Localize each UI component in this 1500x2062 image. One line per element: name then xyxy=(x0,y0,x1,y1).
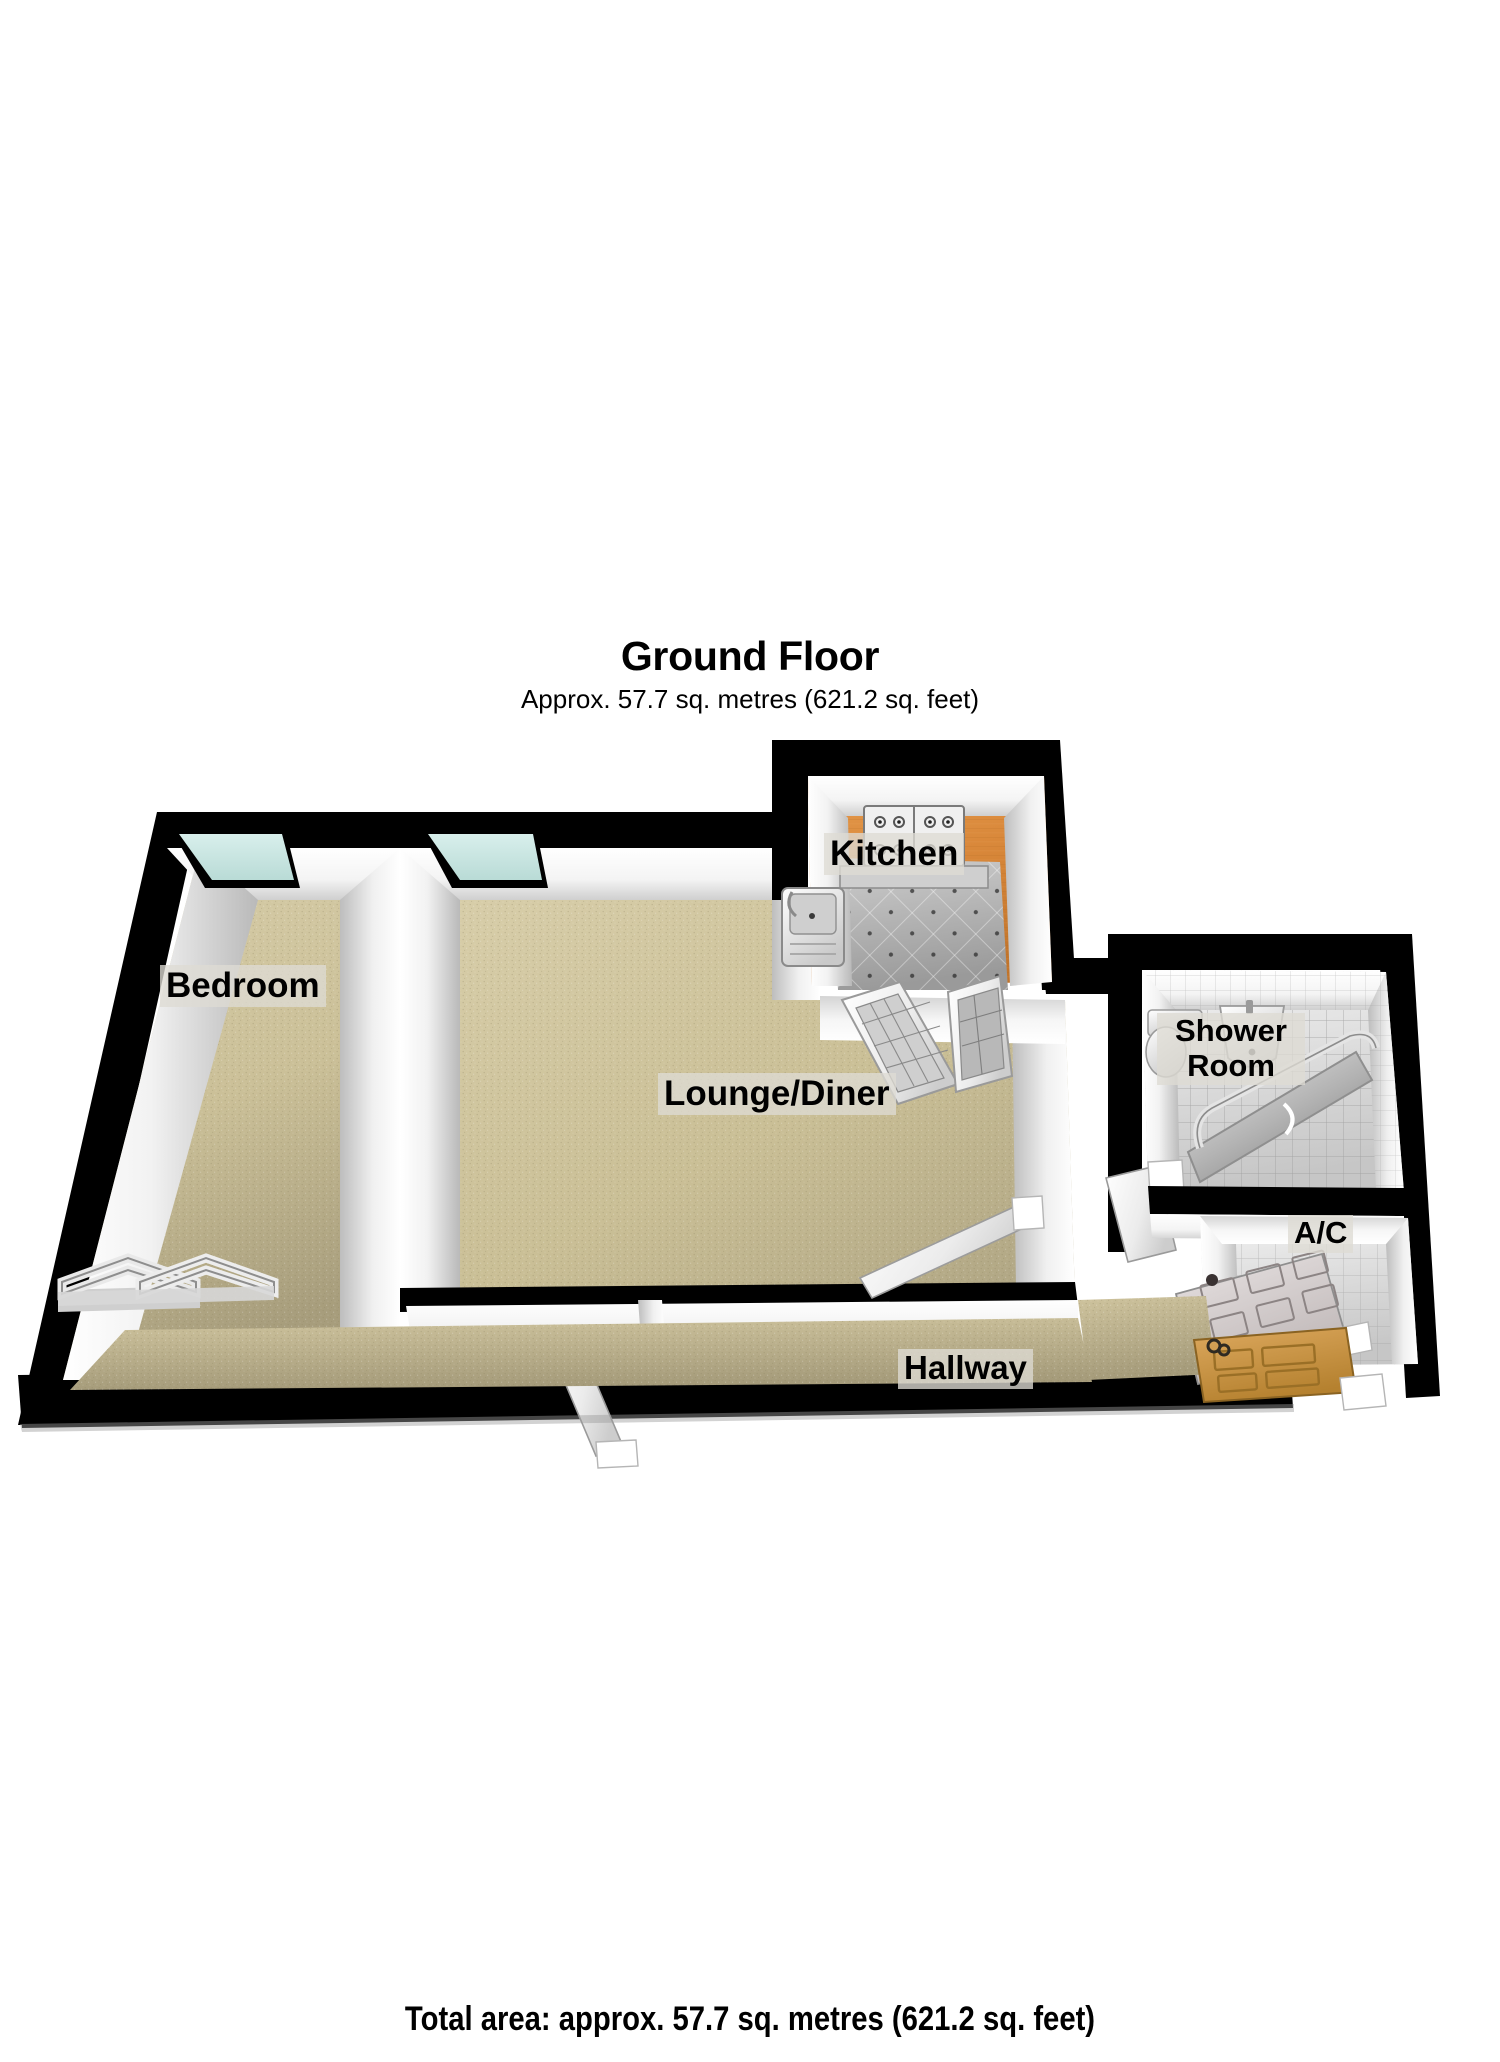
airing-cupboard-wall-right xyxy=(1386,1218,1418,1364)
bedroom-window xyxy=(170,828,300,888)
total-area-text: Total area: approx. 57.7 sq. metres (621… xyxy=(404,2000,1096,2038)
bedroom-patio-doors xyxy=(57,1253,279,1312)
wall-shower-ac-divider xyxy=(1148,1186,1404,1216)
hallway-floor-right-texture xyxy=(1078,1296,1216,1380)
floorplan-footer: Total area: approx. 57.7 sq. metres (621… xyxy=(0,2000,1500,2039)
kitchen-wall-right xyxy=(1004,776,1052,986)
page-title: Ground Floor xyxy=(620,633,880,679)
wall-exterior-kitchen-top xyxy=(772,740,1060,776)
building-shell xyxy=(18,740,1440,1428)
room-hallway xyxy=(70,1296,1387,1411)
wall-exterior-shower-top xyxy=(1136,934,1412,970)
bedroom-hallway-door[interactable] xyxy=(216,1330,274,1396)
room-label-airing-cupboard: A/C xyxy=(1288,1215,1354,1253)
kitchen-sink xyxy=(781,887,845,967)
room-label-hallway: Hallway xyxy=(898,1349,1033,1389)
kitchen-floor-tile-pattern xyxy=(832,858,1008,990)
room-kitchen xyxy=(781,776,1052,1106)
lounge-window xyxy=(420,828,548,888)
shower-room-wall-right-tiles xyxy=(1368,972,1404,1192)
room-label-bedroom: Bedroom xyxy=(160,965,326,1008)
floor-area-note: Approx. 57.7 sq. metres (621.2 sq. feet) xyxy=(520,684,980,714)
lounge-right-door[interactable] xyxy=(858,1195,1045,1300)
bedroom-wall-right xyxy=(340,848,400,1375)
wall-bottom-shadow xyxy=(20,1404,1294,1432)
floorplan-header: Ground Floor Approx. 57.7 sq. metres (62… xyxy=(0,633,1500,714)
lounge-wall-left xyxy=(400,848,460,1300)
kitchen-french-doors[interactable] xyxy=(840,974,1014,1106)
wall-exterior-left xyxy=(18,812,200,1425)
room-label-lounge-diner: Lounge/Diner xyxy=(658,1073,896,1116)
shower-room-wall-top-tiles xyxy=(1142,970,1386,1010)
room-label-kitchen: Kitchen xyxy=(824,833,965,876)
room-label-shower-room: Shower Room xyxy=(1157,1013,1305,1086)
lounge-wall-right-lower xyxy=(1012,1000,1075,1295)
wall-exterior-right xyxy=(1378,934,1440,1398)
hallway-floor-texture xyxy=(70,1318,1092,1390)
front-entrance-door[interactable] xyxy=(1192,1326,1387,1411)
